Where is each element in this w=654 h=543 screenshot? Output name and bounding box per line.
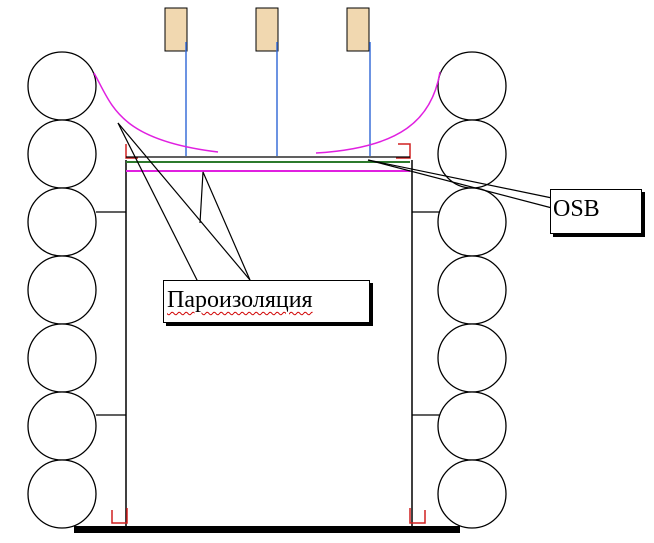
log-circle xyxy=(27,255,97,325)
log-circle xyxy=(27,459,97,529)
bottom-bracket-right xyxy=(409,508,426,524)
log-circle xyxy=(437,255,507,325)
log-circle xyxy=(437,391,507,461)
ceiling-hangers xyxy=(164,7,371,156)
log-circle xyxy=(27,391,97,461)
wall-ties xyxy=(96,211,440,416)
top-bracket-left xyxy=(125,144,138,159)
log-circle xyxy=(27,51,97,121)
log-circle xyxy=(437,119,507,189)
log-circle xyxy=(27,119,97,189)
floor-beam xyxy=(74,526,460,533)
left-log-wall xyxy=(27,51,97,529)
hanger-block-1 xyxy=(164,7,188,52)
leader-lines xyxy=(117,122,553,283)
log-circle xyxy=(27,323,97,393)
top-bracket-right xyxy=(396,143,411,159)
osb-callout-label: OSB xyxy=(550,189,642,234)
right-log-wall xyxy=(437,51,507,529)
hanger-block-2 xyxy=(255,7,279,52)
vapor-barrier-curve-left xyxy=(93,72,219,153)
log-circle xyxy=(27,187,97,257)
log-circle xyxy=(437,323,507,393)
log-circle xyxy=(437,459,507,529)
bottom-bracket-left xyxy=(111,508,128,524)
log-circle xyxy=(437,51,507,121)
vapor-barrier-label-text: Пароизоляция xyxy=(167,287,313,313)
vapor-barrier-callout-label: Пароизоляция xyxy=(163,280,370,323)
vapor-barrier-curve-right xyxy=(315,71,441,154)
hanger-block-3 xyxy=(346,7,370,52)
log-circle xyxy=(437,187,507,257)
